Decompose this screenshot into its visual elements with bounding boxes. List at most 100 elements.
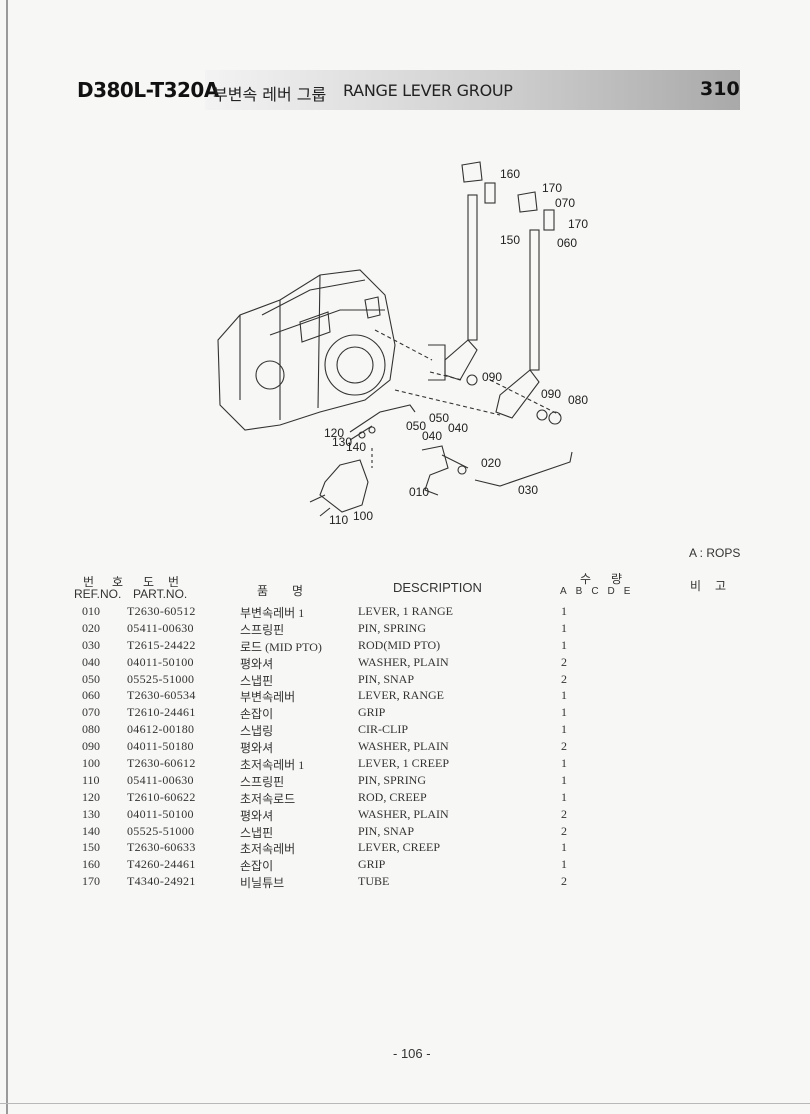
creep-rod bbox=[349, 404, 416, 441]
title-band bbox=[205, 70, 740, 110]
callout-090a: 090 bbox=[482, 370, 502, 384]
callout-010: 010 bbox=[409, 485, 429, 499]
ref-number: 150 bbox=[82, 840, 100, 855]
ref-number: 060 bbox=[82, 688, 100, 703]
table-row: 100 T2630-60612 초저속레버 1 LEVER, 1 CREEP 1 bbox=[0, 756, 810, 773]
part-number: 05411-00630 bbox=[127, 620, 194, 635]
creep-lever-1 bbox=[319, 459, 369, 513]
part-number: T2610-60622 bbox=[127, 789, 196, 804]
ref-number: 170 bbox=[82, 874, 100, 889]
page-number: - 106 - bbox=[393, 1046, 431, 1061]
part-name-korean: 초저속레버 1 bbox=[240, 758, 305, 773]
group-title-korean: 부변속 레버 그룹 bbox=[213, 85, 327, 104]
ref-number: 100 bbox=[82, 756, 100, 771]
callout-120: 120 bbox=[324, 426, 344, 440]
part-number: T2630-60512 bbox=[127, 604, 196, 618]
quantity-a: 1 bbox=[561, 772, 567, 787]
ref-number: 010 bbox=[82, 604, 100, 618]
quantity-a: 1 bbox=[561, 604, 567, 618]
part-name-korean: 스냅핀 bbox=[240, 673, 274, 688]
part-description: PIN, SNAP bbox=[358, 671, 415, 686]
part-description: WASHER, PLAIN bbox=[358, 654, 449, 669]
transmission-housing bbox=[217, 269, 396, 431]
callout-170b: 170 bbox=[568, 217, 588, 231]
callout-060: 060 bbox=[557, 236, 577, 250]
ref-number: 120 bbox=[82, 789, 100, 804]
table-row: 120 T2610-60622 초저속로드 ROD, CREEP 1 bbox=[0, 790, 810, 807]
part-number: T2630-60612 bbox=[127, 756, 196, 771]
part-name-korean: 비닐튜브 bbox=[240, 876, 285, 891]
ref-number: 080 bbox=[82, 722, 100, 737]
quantity-a: 2 bbox=[561, 739, 567, 754]
quantity-a: 2 bbox=[561, 874, 567, 889]
exploded-parts-diagram: 160 170 070 170 150 060 090 090 080 050 … bbox=[200, 150, 800, 540]
callout-160: 160 bbox=[500, 167, 520, 181]
part-number: T2630-60633 bbox=[127, 840, 196, 855]
group-title-english: RANGE LEVER GROUP bbox=[343, 81, 513, 100]
header-refno-korean: 번호 bbox=[83, 575, 142, 589]
header-partno: PART.NO. bbox=[133, 587, 188, 601]
quantity-a: 1 bbox=[561, 637, 567, 652]
header-refno: REF.NO. bbox=[74, 587, 122, 601]
callout-170a: 170 bbox=[542, 181, 562, 195]
header-description: DESCRIPTION bbox=[393, 580, 482, 595]
callout-090b: 090 bbox=[541, 387, 561, 401]
tube-170a bbox=[484, 182, 496, 204]
part-name-korean: 초저속로드 bbox=[240, 791, 296, 806]
section-code: 310 bbox=[700, 78, 740, 100]
part-name-korean: 스프링핀 bbox=[240, 622, 285, 637]
callout-040a: 040 bbox=[448, 421, 468, 435]
part-number: T4260-24461 bbox=[127, 857, 196, 872]
ref-number: 040 bbox=[82, 654, 100, 669]
part-name-korean: 로드 (MID PTO) bbox=[240, 639, 322, 654]
callout-050b: 050 bbox=[406, 419, 426, 433]
quantity-a: 2 bbox=[561, 654, 567, 669]
quantity-a: 2 bbox=[561, 806, 567, 821]
header-partno-korean: 도번 bbox=[143, 575, 194, 589]
grip-070 bbox=[517, 191, 538, 213]
rops-note: A : ROPS bbox=[689, 546, 741, 560]
ref-number: 140 bbox=[82, 823, 100, 838]
part-description: LEVER, 1 CREEP bbox=[358, 756, 450, 771]
parts-illustration: 160 170 070 170 150 060 090 090 080 050 … bbox=[217, 161, 588, 527]
part-name-korean: 평와셔 bbox=[240, 656, 274, 671]
part-description: GRIP bbox=[358, 857, 386, 872]
part-description: GRIP bbox=[358, 705, 386, 720]
part-description: ROD(MID PTO) bbox=[358, 637, 441, 652]
part-description: ROD, CREEP bbox=[358, 789, 427, 804]
part-description: LEVER, RANGE bbox=[358, 688, 444, 703]
quantity-a: 1 bbox=[561, 756, 567, 771]
part-name-korean: 초저속레버 bbox=[240, 842, 296, 857]
ref-number: 130 bbox=[82, 806, 100, 821]
callout-080: 080 bbox=[568, 393, 588, 407]
part-description: PIN, SPRING bbox=[358, 772, 427, 787]
quantity-a: 1 bbox=[561, 789, 567, 804]
part-description: WASHER, PLAIN bbox=[358, 806, 449, 821]
callout-150: 150 bbox=[500, 233, 520, 247]
part-number: 05525-51000 bbox=[127, 671, 195, 686]
callout-070: 070 bbox=[555, 196, 575, 210]
tube-170b bbox=[543, 209, 555, 231]
quantity-a: 1 bbox=[561, 840, 567, 855]
part-number: 04011-50180 bbox=[127, 739, 194, 754]
callout-130: 130 bbox=[332, 435, 352, 449]
part-description: WASHER, PLAIN bbox=[358, 739, 449, 754]
part-description: CIR-CLIP bbox=[358, 722, 409, 737]
quantity-a: 1 bbox=[561, 688, 567, 703]
header-name-korean: 품명 bbox=[257, 584, 328, 598]
part-description: TUBE bbox=[358, 874, 390, 889]
part-name-korean: 평와셔 bbox=[240, 808, 274, 823]
callout-100: 100 bbox=[353, 509, 373, 523]
